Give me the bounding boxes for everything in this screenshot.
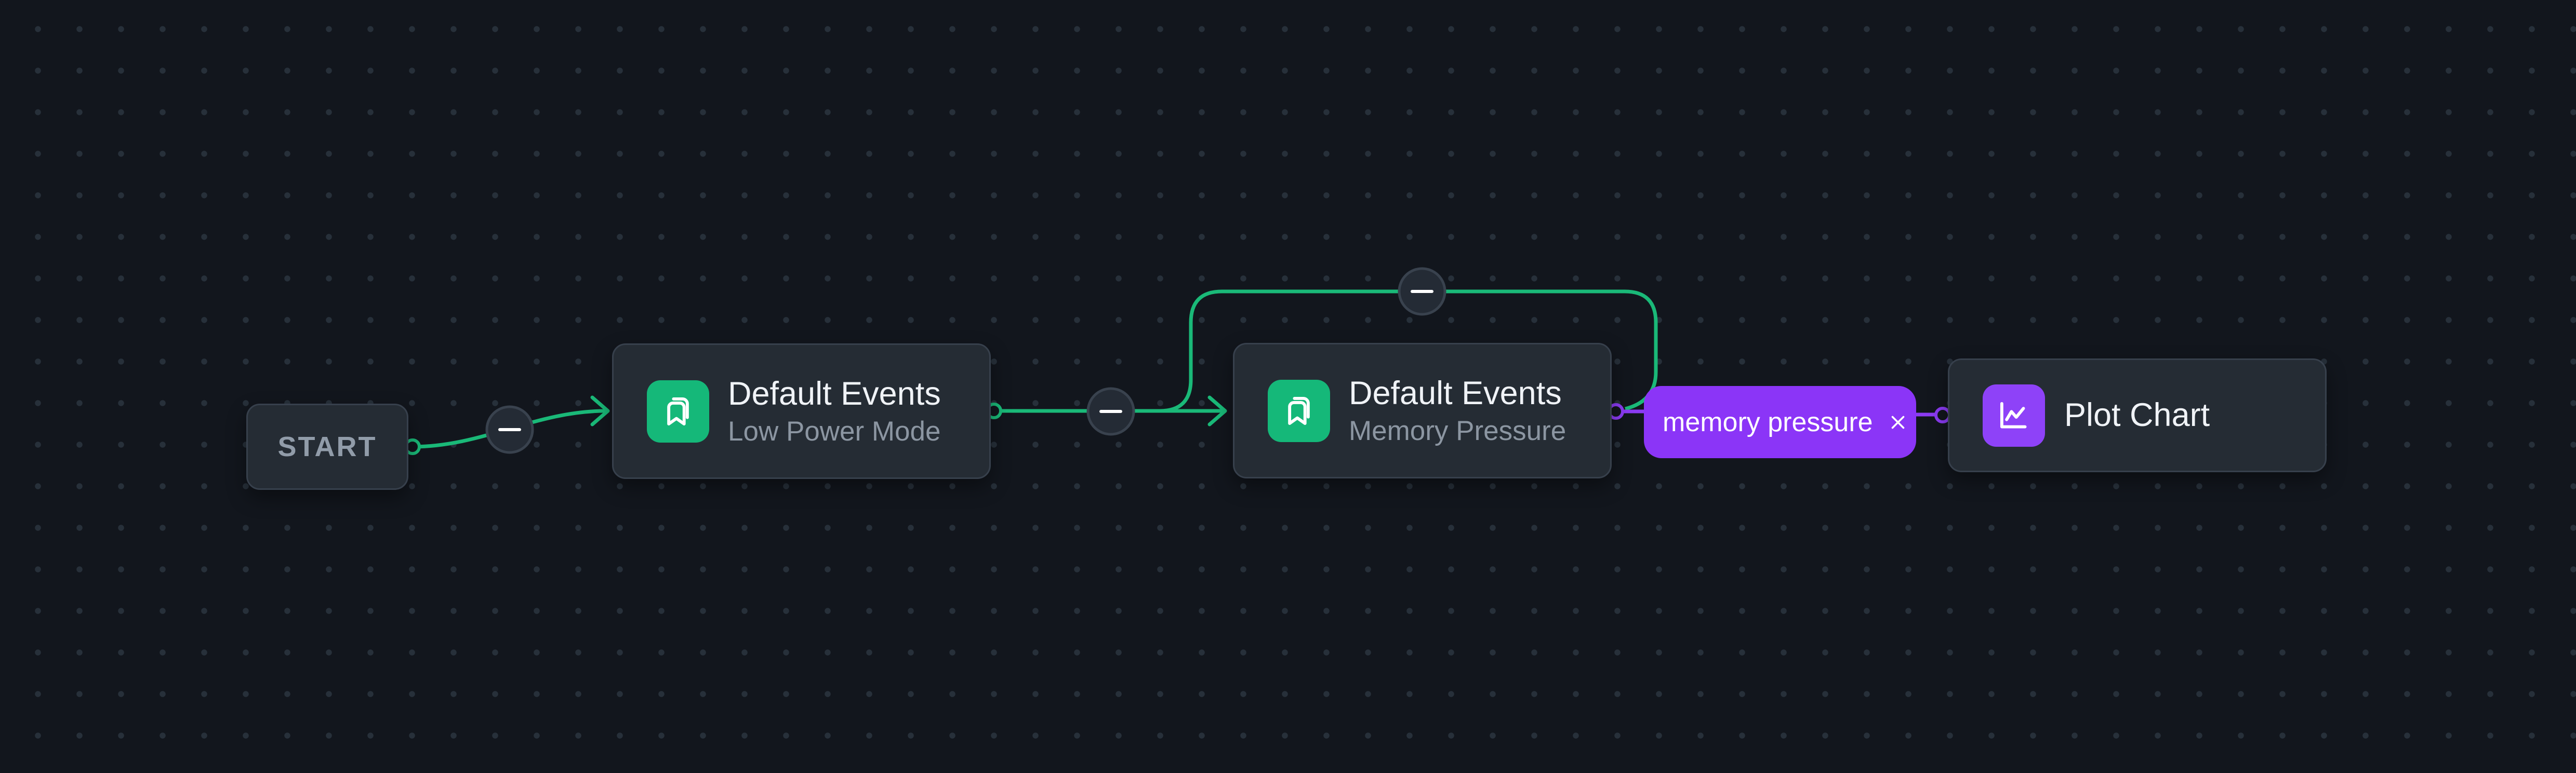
node-title: Default Events — [1349, 375, 1562, 411]
minus-icon — [498, 428, 521, 431]
arrowhead-icon — [1207, 395, 1227, 427]
node-title: Default Events — [728, 375, 941, 412]
bookmarks-icon — [1268, 379, 1330, 442]
node-default-events-low-power[interactable]: Default Events Low Power Mode — [612, 343, 991, 479]
node-title: Plot Chart — [2064, 397, 2210, 434]
close-icon[interactable] — [1889, 413, 1907, 432]
edge-label-text: memory pressure — [1663, 407, 1873, 437]
edge-label-chip[interactable]: memory pressure — [1644, 386, 1916, 458]
bookmarks-icon — [647, 380, 709, 443]
node-default-events-memory-pressure[interactable]: Default Events Memory Pressure — [1233, 343, 1612, 478]
line-chart-icon — [1983, 384, 2045, 447]
remove-edge-button[interactable] — [1398, 267, 1446, 316]
start-node-label: START — [277, 431, 377, 462]
remove-edge-button[interactable] — [1086, 387, 1135, 436]
node-subtitle: Memory Pressure — [1349, 415, 1566, 446]
minus-icon — [1099, 410, 1122, 413]
edge-loop-to-filter[interactable] — [994, 289, 1658, 413]
node-subtitle: Low Power Mode — [728, 416, 941, 447]
node-start[interactable]: START — [246, 404, 408, 490]
remove-edge-button[interactable] — [485, 405, 534, 454]
arrowhead-icon — [590, 395, 610, 427]
node-plot-chart[interactable]: Plot Chart — [1948, 358, 2327, 472]
minus-icon — [1411, 290, 1433, 293]
